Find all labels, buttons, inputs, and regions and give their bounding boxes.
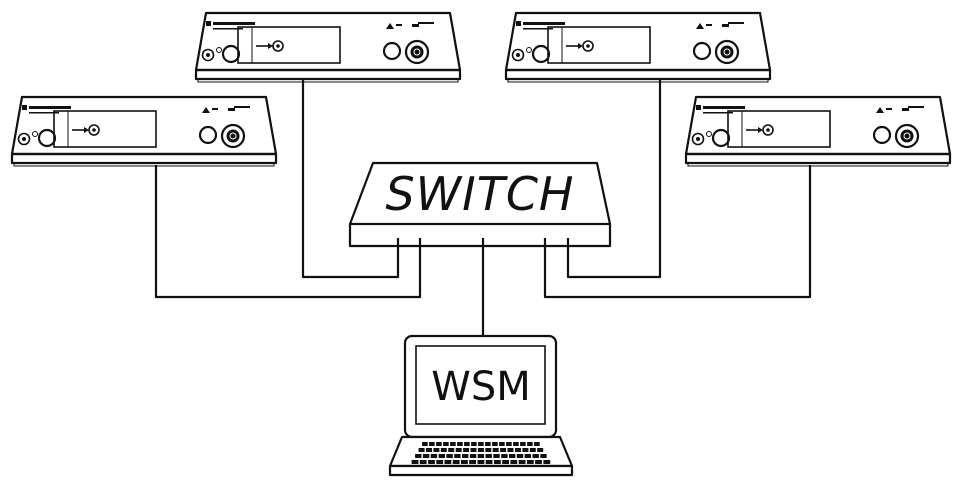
keyboard-key — [436, 442, 442, 446]
keyboard-key — [477, 454, 485, 458]
keyboard-key — [499, 442, 505, 446]
keyboard-key — [492, 442, 498, 446]
keyboard-key — [464, 442, 470, 446]
keyboard-key — [543, 460, 551, 464]
keyboard-key — [532, 454, 539, 458]
keyboard-key — [454, 454, 461, 458]
keyboard-key — [485, 448, 492, 452]
laptop-keyboard — [411, 442, 551, 464]
keyboard-key — [450, 442, 456, 446]
keyboard-key — [535, 460, 542, 464]
cable-left — [154, 165, 422, 299]
keyboard-key — [440, 448, 447, 452]
keyboard-key — [429, 442, 435, 446]
keyboard-key — [492, 448, 499, 452]
keyboard-key — [469, 460, 476, 464]
keyboard-key — [446, 454, 453, 458]
switch-box: SWITCH — [348, 161, 612, 248]
keyboard-key — [471, 442, 477, 446]
keyboard-key — [438, 454, 445, 458]
keyboard-key — [415, 454, 422, 458]
keyboard-key — [436, 460, 444, 464]
keyboard-key — [485, 460, 493, 464]
keyboard-key — [524, 454, 531, 458]
keyboard-key — [422, 442, 428, 446]
receiver-unit-top-right — [504, 11, 772, 84]
keyboard-key — [515, 448, 521, 452]
cable-top-right — [566, 78, 662, 279]
keyboard-key — [518, 460, 526, 464]
keyboard-key — [513, 442, 519, 446]
cable-top-left — [301, 78, 400, 279]
receiver-unit-top-left — [194, 11, 462, 84]
keyboard-key — [509, 454, 516, 458]
keyboard-key — [477, 448, 484, 452]
keyboard-key — [534, 442, 540, 446]
keyboard-key — [443, 442, 449, 446]
keyboard-key — [522, 448, 529, 452]
keyboard-key — [500, 448, 507, 452]
keyboard-key — [540, 454, 547, 458]
receiver-unit-left — [10, 95, 278, 168]
keyboard-key — [501, 454, 508, 458]
keyboard-key — [494, 460, 501, 464]
receiver-unit-right — [684, 95, 952, 168]
keyboard-key — [422, 454, 430, 458]
cable-right — [543, 165, 812, 299]
keyboard-key — [419, 460, 427, 464]
keyboard-key — [455, 448, 462, 452]
laptop: WSM — [388, 334, 574, 477]
keyboard-key — [507, 448, 514, 452]
keyboard-key — [502, 460, 509, 464]
keyboard-key — [529, 448, 536, 452]
keyboard-key — [516, 454, 524, 458]
keyboard-key — [411, 460, 419, 464]
keyboard-key — [428, 460, 435, 464]
keyboard-key — [526, 460, 534, 464]
keyboard-key — [452, 460, 460, 464]
keyboard-key — [430, 454, 438, 458]
keyboard-key — [537, 448, 544, 452]
keyboard-key — [448, 448, 455, 452]
keyboard-key — [426, 448, 432, 452]
keyboard-key — [477, 460, 485, 464]
keyboard-key — [457, 442, 463, 446]
keyboard-key — [433, 448, 440, 452]
keyboard-key — [469, 454, 477, 458]
keyboard-key — [485, 442, 491, 446]
laptop-screen-label: WSM — [431, 364, 530, 410]
switch-label: SWITCH — [385, 167, 574, 221]
keyboard-key — [470, 448, 477, 452]
network-cables — [154, 78, 812, 336]
keyboard-key — [418, 448, 425, 452]
keyboard-key — [527, 442, 533, 446]
keyboard-key — [485, 454, 492, 458]
keyboard-key — [462, 454, 469, 458]
keyboard-key — [493, 454, 500, 458]
keyboard-key — [444, 460, 452, 464]
keyboard-key — [520, 442, 526, 446]
keyboard-key — [506, 442, 512, 446]
keyboard-key — [510, 460, 518, 464]
keyboard-key — [463, 448, 470, 452]
keyboard-key — [461, 460, 468, 464]
keyboard-key — [478, 442, 484, 446]
